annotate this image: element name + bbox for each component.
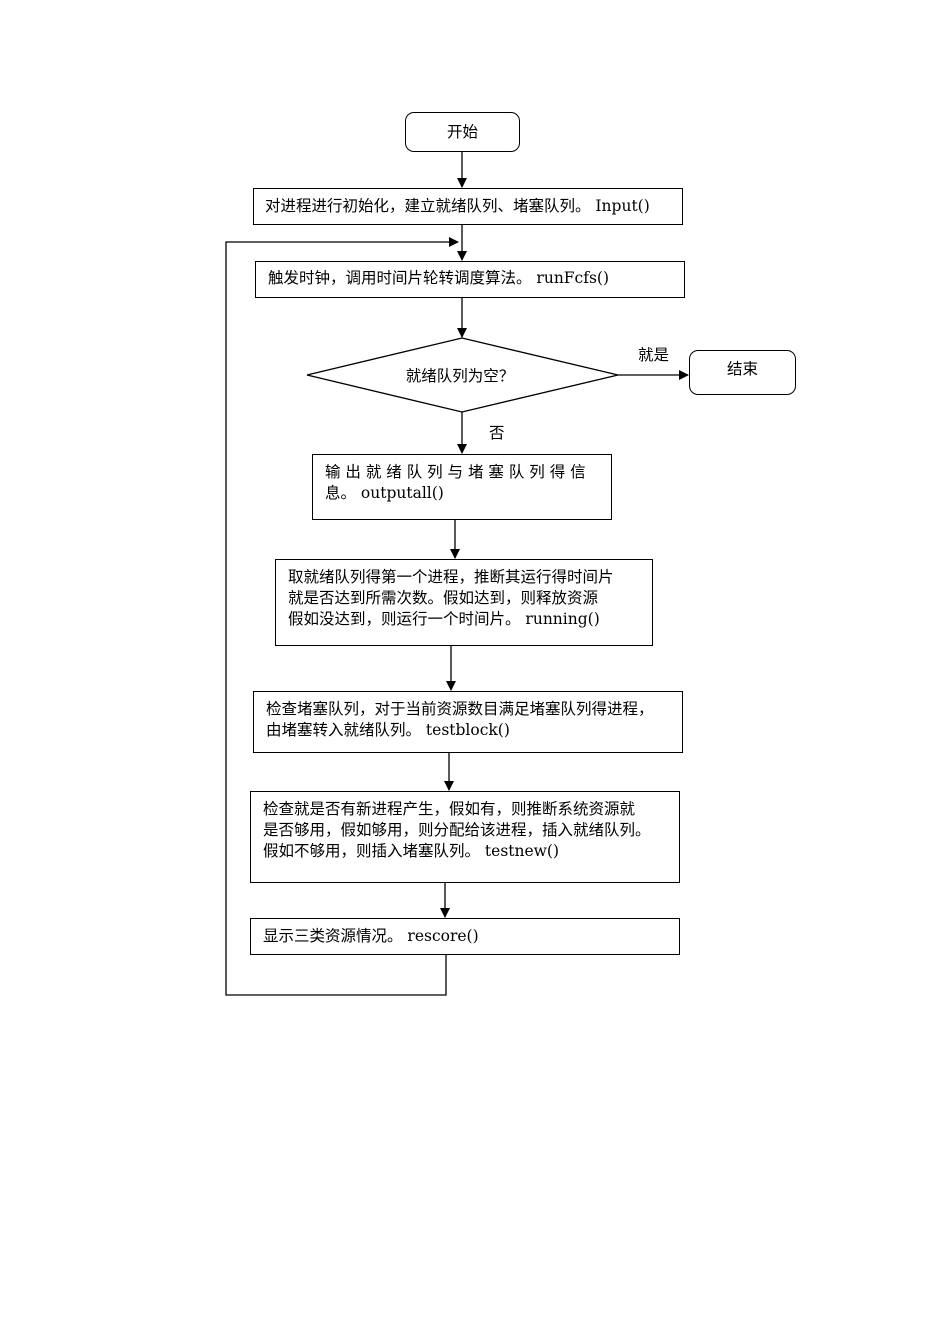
testblock-box: 检查堵塞队列，对于当前资源数目满足堵塞队列得进程， 由堵塞转入就绪队列。 test…	[253, 691, 683, 753]
trigger-box: 触发时钟，调用时间片轮转调度算法。 runFcfs()	[255, 261, 685, 298]
text-line: 触发时钟，调用时间片轮转调度算法。 runFcfs()	[268, 269, 610, 287]
start-node: 开始	[405, 112, 520, 152]
trigger-text: 触发时钟，调用时间片轮转调度算法。 runFcfs()	[268, 268, 684, 289]
text-line: 假如没达到，则运行一个时间片。 running()	[288, 610, 600, 628]
loop-back-line	[225, 237, 459, 996]
running-box: 取就绪队列得第一个进程，推断其运行得时间片就是否达到所需次数。假如达到，则释放资…	[275, 559, 653, 646]
text-line: 由堵塞转入就绪队列。 testblock()	[266, 721, 510, 739]
init-text: 对进程进行初始化，建立就绪队列、堵塞队列。 Input()	[265, 196, 682, 217]
rescore-box: 显示三类资源情况。 rescore()	[250, 918, 680, 955]
no-label: 否	[489, 424, 505, 442]
end-node: 结束	[689, 350, 796, 395]
init-box: 对进程进行初始化，建立就绪队列、堵塞队列。 Input()	[253, 188, 683, 225]
text-line: 显示三类资源情况。 rescore()	[263, 927, 479, 945]
running-text: 取就绪队列得第一个进程，推断其运行得时间片就是否达到所需次数。假如达到，则释放资…	[288, 567, 652, 630]
testnew-text: 检查就是否有新进程产生，假如有，则推断系统资源就是否够用，假如够用，则分配给该进…	[263, 799, 679, 862]
decision-label: 就绪队列为空？	[405, 367, 515, 385]
end-label: 结束	[726, 360, 758, 378]
text-line: 输 出 就 绪 队 列 与 堵 塞 队 列 得 信	[325, 463, 586, 481]
output-box: 输 出 就 绪 队 列 与 堵 塞 队 列 得 信息。 outputall()	[312, 454, 612, 520]
testblock-text: 检查堵塞队列，对于当前资源数目满足堵塞队列得进程， 由堵塞转入就绪队列。 test…	[266, 699, 682, 741]
text-line: 对进程进行初始化，建立就绪队列、堵塞队列。 Input()	[265, 197, 650, 215]
text-line: 检查堵塞队列，对于当前资源数目满足堵塞队列得进程，	[266, 700, 654, 718]
text-line: 息。 outputall()	[325, 484, 444, 502]
text-line: 是否够用，假如够用，则分配给该进程，插入就绪队列。	[263, 821, 651, 839]
text-line: 就是否达到所需次数。假如达到，则释放资源	[288, 589, 599, 607]
text-line: 检查就是否有新进程产生，假如有，则推断系统资源就	[263, 800, 636, 818]
yes-label: 就是	[638, 346, 670, 364]
output-text: 输 出 就 绪 队 列 与 堵 塞 队 列 得 信息。 outputall()	[325, 462, 611, 504]
testnew-box: 检查就是否有新进程产生，假如有，则推断系统资源就是否够用，假如够用，则分配给该进…	[250, 791, 680, 883]
start-label: 开始	[446, 123, 478, 141]
rescore-text: 显示三类资源情况。 rescore()	[263, 926, 679, 947]
text-line: 取就绪队列得第一个进程，推断其运行得时间片	[288, 568, 614, 586]
text-line: 假如不够用，则插入堵塞队列。 testnew()	[263, 842, 560, 860]
